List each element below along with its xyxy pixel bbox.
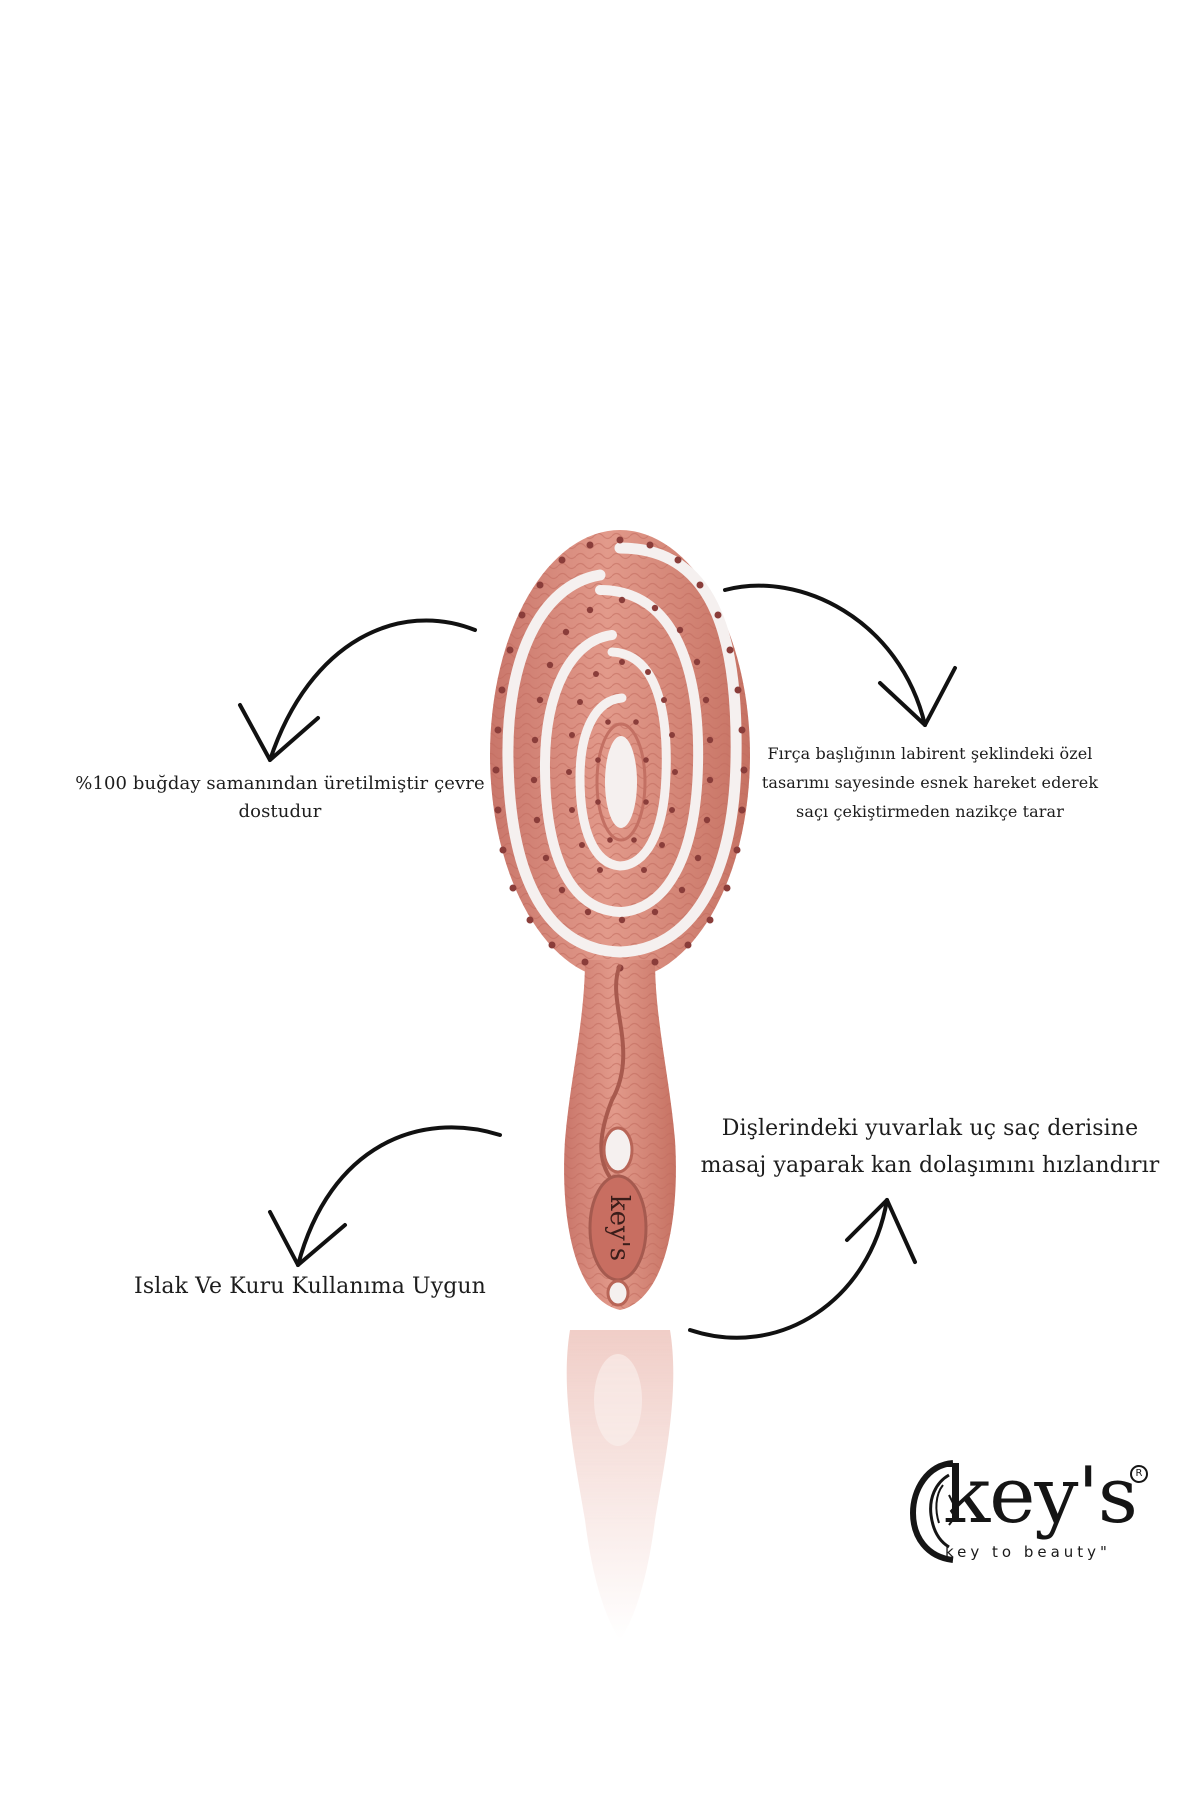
caption-line: saçı çekiştirmeden nazikçe tarar (796, 801, 1064, 821)
caption-line: Islak Ve Kuru Kullanıma Uygun (134, 1274, 486, 1299)
logo-tagline: key to beauty" (945, 1543, 1111, 1561)
caption-eco-friendly: %100 buğday samanından üretilmiştir çevr… (60, 770, 500, 826)
caption-line: %100 buğday samanından üretilmiştir çevr… (75, 773, 485, 794)
woman-profile-icon (909, 1460, 957, 1563)
caption-labyrinth-design: Fırça başlığının labirent şeklindeki öze… (740, 740, 1120, 826)
caption-wet-dry-use: Islak Ve Kuru Kullanıma Uygun (110, 1270, 510, 1304)
caption-line: Fırça başlığının labirent şeklindeki öze… (767, 744, 1093, 763)
caption-line: masaj yaparak kan dolaşımını hızlandırır (700, 1153, 1160, 1179)
keys-logo: key's R key to beauty" (905, 1455, 1165, 1575)
hair-brush: key's (490, 530, 750, 1310)
caption-line: Dişlerindeki yuvarlak uç saç derisine (721, 1116, 1139, 1141)
bristles (492, 536, 748, 972)
registered-mark: R (1130, 1465, 1148, 1483)
caption-line: tasarımı sayesinde esnek hareket ederek (761, 772, 1099, 792)
caption-line: dostudur (238, 800, 322, 822)
caption-scalp-massage: Dişlerindeki yuvarlak uç saç derisine ma… (700, 1110, 1160, 1185)
brush-reflection (566, 1330, 674, 1640)
logo-wordmark: key's (943, 1451, 1138, 1541)
curved-arrow-icon (238, 583, 957, 1340)
handle-logo-text: key's (604, 1195, 634, 1261)
